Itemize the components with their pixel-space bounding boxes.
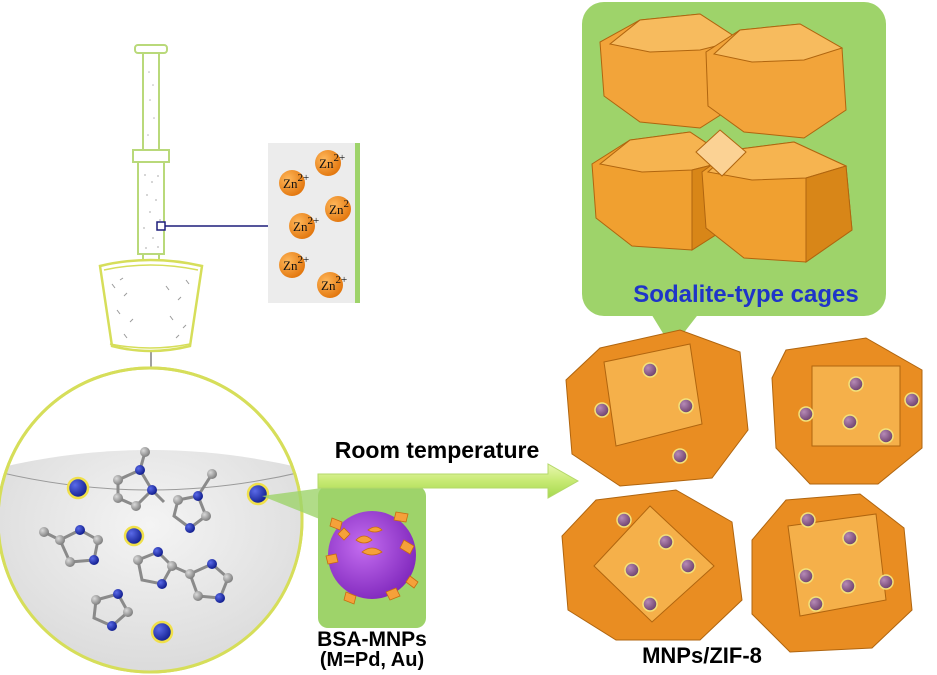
metal-nanoparticle-dot [878, 428, 894, 444]
zinc-ion: Zn2+ [315, 150, 345, 176]
zinc-ion-label: Zn2+ [283, 254, 309, 273]
metal-nanoparticle-dot [594, 402, 610, 418]
zinc-ion: Zn2+ [279, 170, 309, 196]
bsa-mnps-label: BSA-MNPs [317, 628, 427, 651]
metals-label: (M=Pd, Au) [320, 649, 424, 671]
zinc-ion-label: Zn2+ [293, 215, 319, 234]
metal-nanoparticle-dot [642, 596, 658, 612]
zinc-ion: Zn2 [325, 196, 351, 222]
linker-atoms [39, 447, 233, 631]
bsa-mnp-particles [66, 476, 270, 644]
zinc-ion-label: Zn2+ [321, 274, 347, 293]
metal-nanoparticle-dot [808, 596, 824, 612]
metal-nanoparticle-dot [842, 414, 858, 430]
metal-nanoparticle-dot [624, 562, 640, 578]
zinc-ion-label: Zn2+ [319, 152, 345, 171]
metal-nanoparticle-dot [672, 448, 688, 464]
zif8-crystal-1 [565, 329, 749, 487]
zinc-ion: Zn2+ [289, 213, 319, 239]
zinc-ion: Zn2+ [317, 272, 347, 298]
zoom-marker [156, 221, 166, 231]
metal-nanoparticle-dot [798, 406, 814, 422]
sodalite-label: Sodalite-type cages [633, 281, 858, 308]
metal-nanoparticle-dot [904, 392, 920, 408]
metal-nanoparticle-dot [680, 558, 696, 574]
metal-nanoparticle-dot [840, 578, 856, 594]
zif8-crystal-4 [751, 493, 913, 653]
sodalite-cage-cluster [591, 13, 853, 263]
zinc-ion-label: Zn2+ [283, 172, 309, 191]
metal-nanoparticle-dot [848, 376, 864, 392]
bsa-mnp-callout [262, 486, 426, 628]
reaction-arrow [317, 463, 580, 499]
zif8-crystal-3 [561, 489, 743, 641]
metal-nanoparticle-dot [678, 398, 694, 414]
metal-nanoparticle-dot [842, 530, 858, 546]
metal-nanoparticle-dot [616, 512, 632, 528]
metal-nanoparticle-dot [878, 574, 894, 590]
zinc-ion: Zn2+ [279, 252, 309, 278]
metal-nanoparticle-dot [658, 534, 674, 550]
metal-nanoparticle-dot [798, 568, 814, 584]
room-temperature-label: Room temperature [335, 437, 539, 463]
zif8-crystal-2 [771, 337, 923, 485]
zinc-ion-label: Zn2 [329, 198, 349, 217]
product-label: MNPs/ZIF-8 [642, 643, 762, 668]
metal-nanoparticle-dot [800, 512, 816, 528]
encapsulated-mnps [594, 362, 920, 612]
funnel [98, 258, 204, 353]
round-bottom-flask [0, 366, 304, 674]
metal-nanoparticle-dot [642, 362, 658, 378]
